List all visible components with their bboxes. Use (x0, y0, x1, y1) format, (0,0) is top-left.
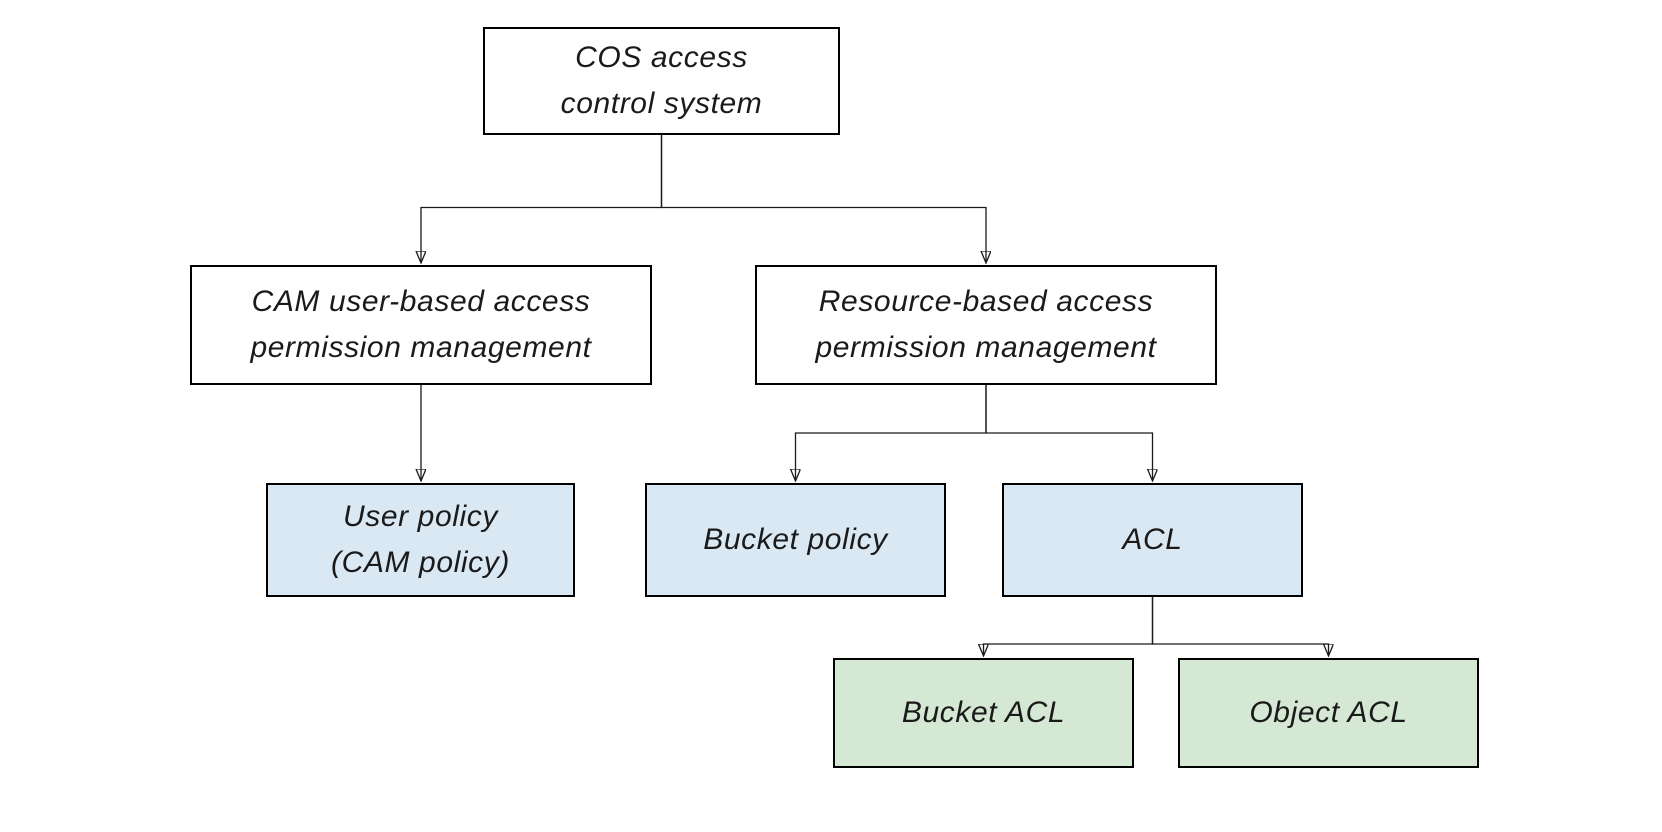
node-label-line: control system (560, 87, 763, 120)
node-bucket-policy: Bucket policy (645, 483, 946, 597)
node-cam-user-based-access: CAM user-based access permission managem… (190, 265, 652, 385)
connector-root-to-cam (421, 135, 663, 261)
node-label-line: permission management (250, 331, 592, 364)
node-label-line: User policy (343, 500, 498, 533)
node-bucket-acl: Bucket ACL (833, 658, 1134, 768)
connector-acl-to-bucket-acl (984, 597, 1154, 654)
connector-resource-to-acl (985, 385, 1153, 479)
node-label-line: Bucket ACL (901, 696, 1066, 729)
node-object-acl: Object ACL (1178, 658, 1479, 768)
node-label-line: Object ACL (1249, 696, 1408, 729)
node-label-line: COS access (575, 41, 748, 74)
node-label-line: Resource-based access (818, 285, 1154, 318)
node-label-line: ACL (1122, 523, 1183, 556)
node-label-line: Bucket policy (703, 523, 888, 556)
node-label-line: permission management (815, 331, 1157, 364)
connector-resource-to-bucket-policy (796, 385, 987, 479)
node-label-line: CAM user-based access (251, 285, 591, 318)
connector-acl-to-object-acl (1151, 597, 1329, 654)
node-label-line: (CAM policy) (331, 546, 510, 579)
node-cos-access-control-system: COS access control system (483, 27, 840, 135)
node-user-policy: User policy (CAM policy) (266, 483, 575, 597)
node-resource-based-access: Resource-based access permission managem… (755, 265, 1217, 385)
node-acl: ACL (1002, 483, 1303, 597)
connector-root-to-resource (660, 135, 987, 261)
